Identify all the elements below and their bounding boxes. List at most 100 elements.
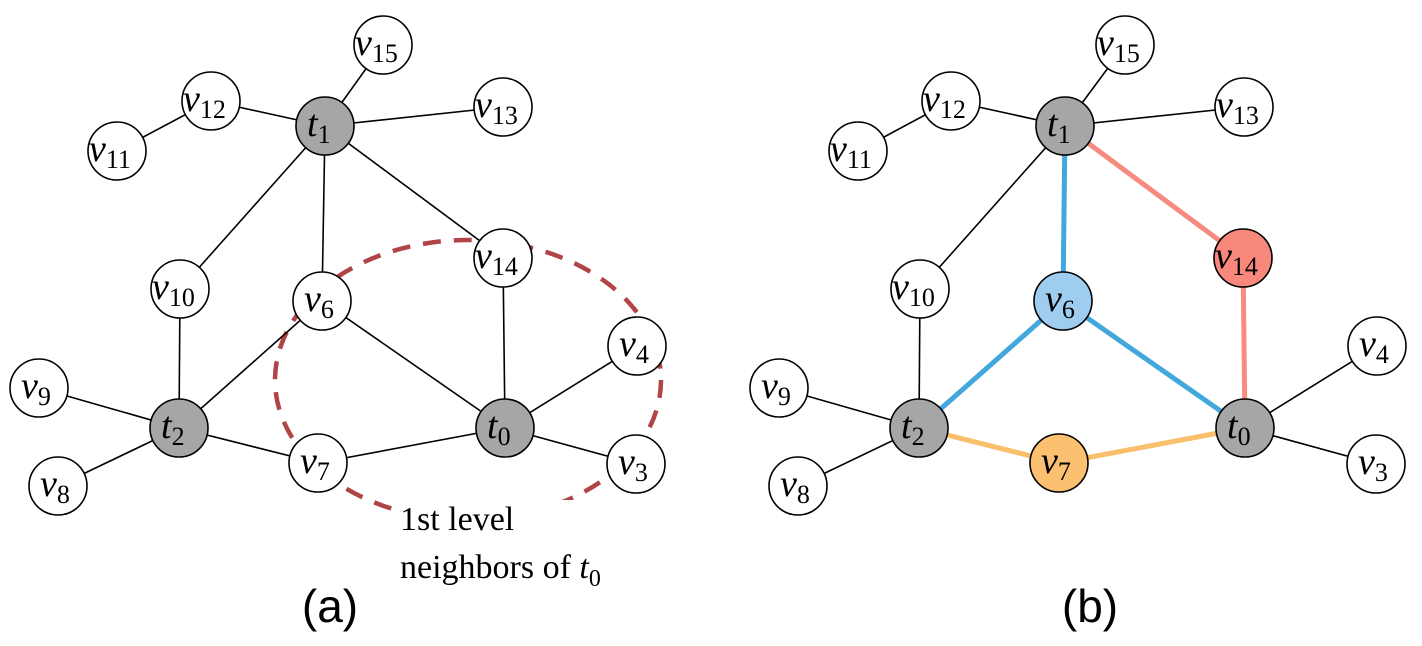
node-circle-b-t1 [1035,96,1095,156]
node-b-v3: v3 [1346,434,1406,494]
node-label-b-v15: v15 [1097,22,1140,68]
node-label-b-v6: v6 [1045,278,1075,324]
node-label-sub: 0 [1238,422,1251,451]
node-label-b-v3: v3 [1358,441,1388,487]
node-label-sub: 15 [1114,39,1140,68]
node-label-base: v [1045,278,1062,320]
node-label-base: v [475,84,492,126]
node-a-v9: v9 [9,358,69,418]
node-circle-b-v11 [828,121,888,181]
node-circle-a-v15 [353,15,413,75]
node-label-base: v [21,365,38,407]
node-label-a-v8: v8 [40,463,70,509]
node-circle-a-v9 [9,358,69,418]
node-label-base: v [475,235,492,277]
node-label-sub: 10 [169,283,195,312]
node-label-sub: 3 [635,458,648,487]
node-label-b-v11: v11 [830,128,872,174]
node-a-v3: v3 [606,434,666,494]
ring-gap-mask [395,500,575,534]
node-label-base: v [619,323,636,365]
node-label-base: t [161,405,173,447]
node-label-b-v8: v8 [780,463,810,509]
edge-b-v7-t0 [1058,425,1246,466]
edge-b-t1-v14 [1063,123,1245,261]
node-label-base: t [1227,405,1239,447]
annotation-text: neighbors of [400,549,579,586]
node-label-a-v14: v14 [475,235,518,281]
node-label-sub: 8 [57,480,70,509]
node-b-v6: v6 [1033,271,1093,331]
node-circle-a-v6 [292,271,352,331]
edge-a-t1-v10 [179,125,326,290]
node-label-sub: 12 [940,95,966,124]
node-label-sub: 13 [492,101,518,130]
node-a-v10: v10 [150,259,210,319]
node-label-sub: 10 [909,283,935,312]
node-circle-b-v9 [749,358,809,418]
node-label-sub: 1 [1058,120,1071,149]
node-b-v12: v12 [921,71,981,131]
node-label-sub: 13 [1233,101,1259,130]
node-label-base: v [40,463,57,505]
node-label-sub: 0 [498,422,511,451]
node-label-sub: 9 [778,382,791,411]
node-label-base: v [761,365,778,407]
node-label-base: v [892,266,909,308]
node-a-t0: t0 [475,398,535,458]
node-label-base: v [923,78,940,120]
node-label-base: v [1097,22,1114,64]
node-label-sub: 15 [372,39,398,68]
node-label-b-v12: v12 [923,78,966,124]
node-a-t2: t2 [149,398,209,458]
node-label-base: v [1041,440,1058,482]
node-a-v12: v12 [181,71,241,131]
node-b-t2: t2 [889,398,949,458]
node-label-sub: 2 [912,422,925,451]
node-circle-b-v12 [921,71,981,131]
node-label-base: v [304,278,321,320]
node-label-sub: 9 [38,382,51,411]
node-label-base: v [152,266,169,308]
node-label-a-v9: v9 [21,365,51,411]
node-circle-b-v7 [1029,433,1089,493]
node-label-base: v [618,441,635,483]
node-a-v11: v11 [87,121,147,181]
node-label-a-v15: v15 [355,22,398,68]
node-b-v15: v15 [1095,15,1155,75]
node-label-a-v10: v10 [152,266,195,312]
node-circle-a-v11 [87,121,147,181]
annotation-subject: t [579,549,590,586]
node-label-sub: 7 [317,457,330,486]
node-label-base: v [780,463,797,505]
node-b-t0: t0 [1215,398,1275,458]
node-b-t1: t1 [1035,96,1095,156]
node-label-sub: 6 [321,295,334,324]
node-b-v7: v7 [1029,433,1089,493]
node-circle-a-t0 [475,398,535,458]
node-a-v6: v6 [292,271,352,331]
node-b-v11: v11 [828,121,888,181]
node-b-v8: v8 [768,456,828,516]
node-label-a-v12: v12 [183,78,226,124]
node-label-sub: 14 [1232,252,1258,281]
node-label-b-t2: t2 [901,405,925,451]
node-label-sub: 4 [636,340,649,369]
node-circle-a-v8 [28,456,88,516]
node-label-b-v7: v7 [1041,440,1071,486]
node-label-b-t0: t0 [1227,405,1251,451]
node-circle-a-t2 [149,398,209,458]
node-circle-b-v4 [1347,316,1407,376]
node-b-v9: v9 [749,358,809,418]
node-label-a-v7: v7 [300,440,330,486]
caption-a: (a) [302,580,358,632]
node-circle-a-v7 [288,433,348,493]
node-label-sub: 12 [200,95,226,124]
node-a-v4: v4 [607,316,667,376]
node-a-v15: v15 [353,15,413,75]
node-b-v13: v13 [1214,77,1274,137]
node-circle-b-v15 [1095,15,1155,75]
